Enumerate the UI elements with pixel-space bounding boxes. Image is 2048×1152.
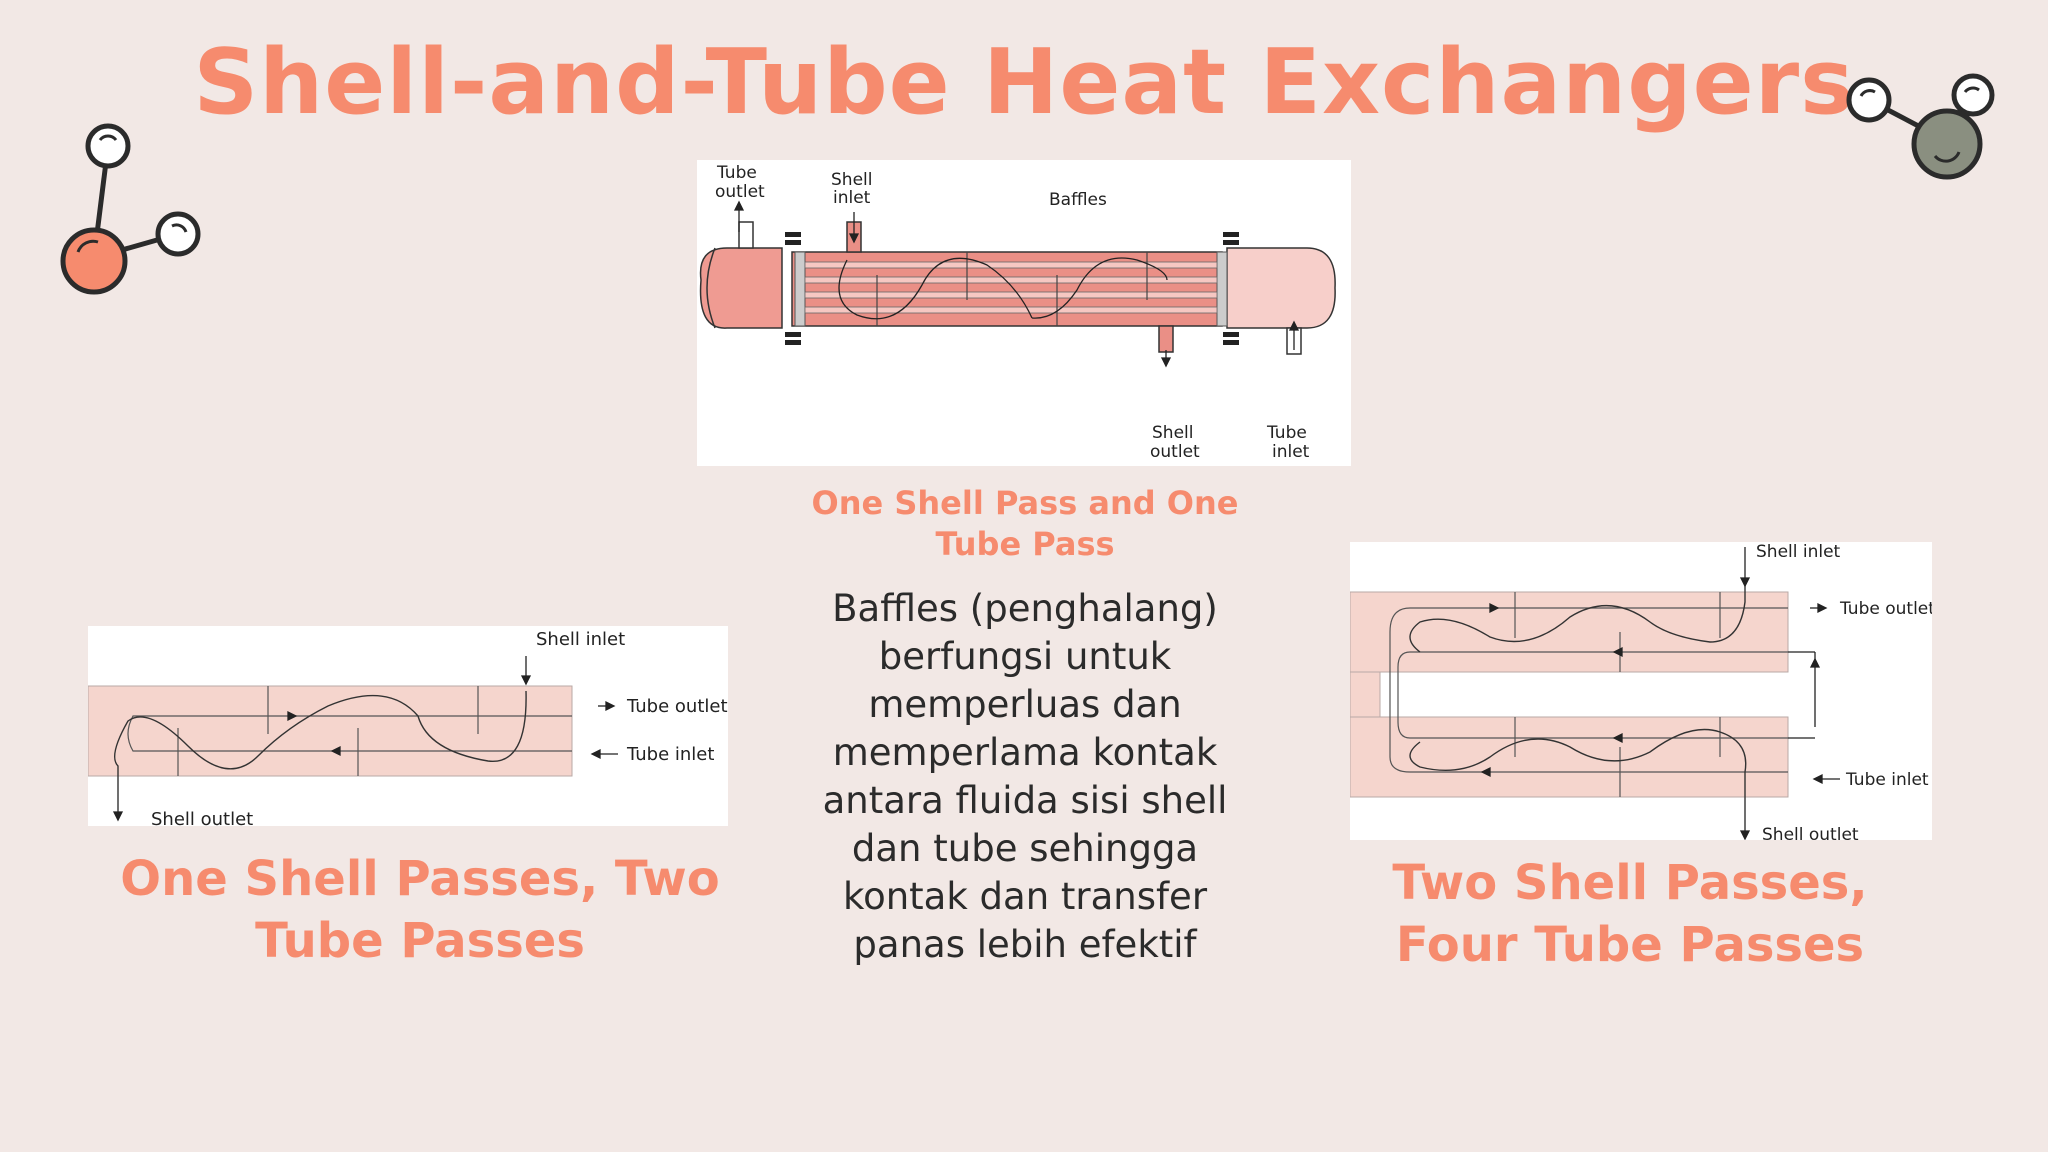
svg-text:Shell: Shell [1152, 423, 1193, 443]
label-shell-outlet: Shell outlet [151, 809, 253, 826]
label-tube-outlet: Tube outlet [1839, 599, 1932, 619]
page-title: Shell-and-Tube Heat Exchangers [193, 30, 1855, 135]
caption-two-shell-four-tube: Two Shell Passes, Four Tube Passes [1392, 855, 1868, 973]
molecule-icon [1846, 73, 1995, 180]
label-shell-outlet: Shell outlet [1150, 423, 1200, 462]
label-shell-inlet: Shell inlet [536, 629, 625, 650]
caption-one-shell-two-tube: One Shell Passes, Two Tube Passes [120, 851, 720, 969]
label-tube-outlet: Tube outlet [626, 696, 728, 717]
svg-text:outlet: outlet [1150, 442, 1200, 462]
svg-text:inlet: inlet [1272, 442, 1310, 462]
svg-text:Tube: Tube [716, 163, 757, 183]
label-tube-inlet: Tube inlet [1266, 423, 1310, 462]
diagram-one-shell-two-tube: Shell inlet Tube outlet Tube inlet Shell… [88, 626, 728, 826]
description-text: Baffles (penghalang) berfungsi untuk mem… [822, 587, 1228, 966]
label-shell-inlet: Shell inlet [1756, 542, 1841, 562]
svg-text:outlet: outlet [715, 182, 765, 202]
svg-text:Tube: Tube [1266, 423, 1307, 443]
svg-text:Shell: Shell [831, 170, 872, 190]
diagram-two-shell-four-tube: Shell inlet Tube outlet Tube inlet Shell… [1350, 542, 1932, 840]
label-tube-outlet: Tube outlet [715, 163, 765, 202]
label-shell-inlet: Shell inlet [831, 170, 872, 208]
label-tube-inlet: Tube inlet [1845, 770, 1929, 790]
svg-text:inlet: inlet [833, 188, 871, 208]
caption-one-shell-one-tube: One Shell Pass and One Tube Pass [811, 484, 1239, 563]
label-baffles: Baffles [1049, 190, 1107, 210]
label-shell-outlet: Shell outlet [1762, 825, 1859, 840]
label-tube-inlet: Tube inlet [626, 744, 714, 765]
molecule-icon [60, 123, 201, 295]
diagram-one-shell-one-tube: Tube outlet Shell inlet Baffles Shell ou… [697, 160, 1351, 466]
